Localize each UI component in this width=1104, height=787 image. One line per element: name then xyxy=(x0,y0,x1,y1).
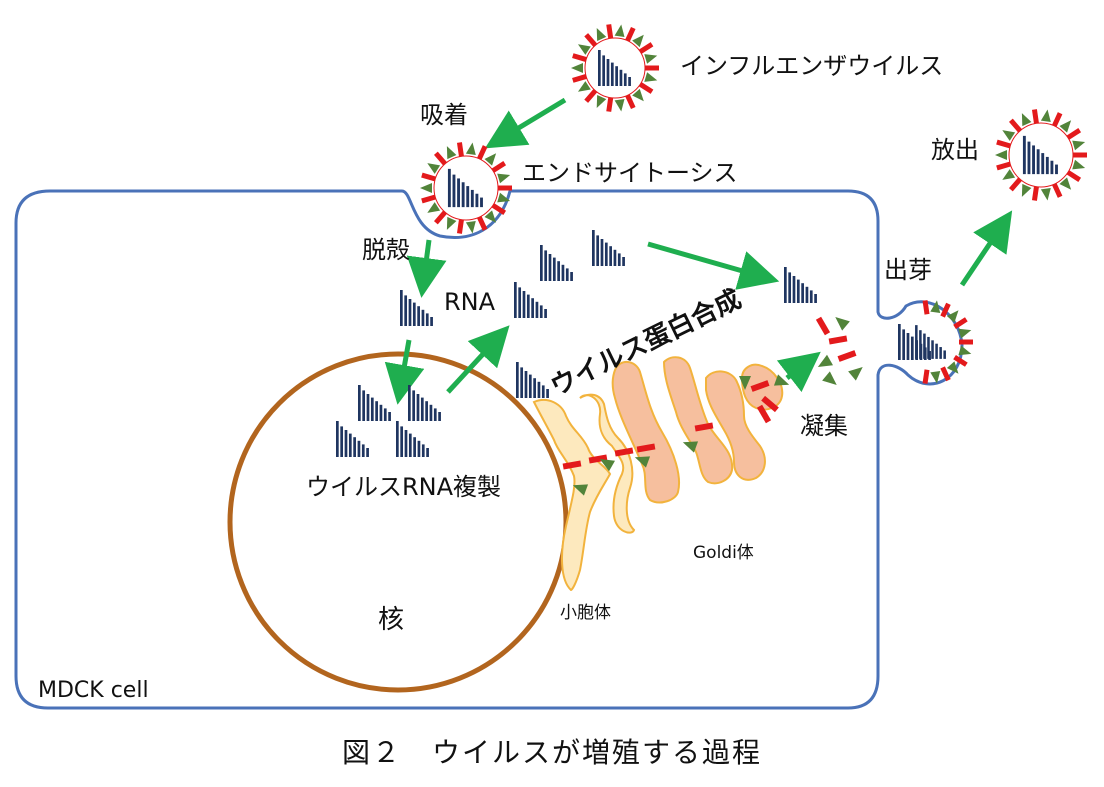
hemagglutinin-spike xyxy=(562,460,582,470)
virion-adsorption xyxy=(420,142,512,234)
arrow-virus-to-adsorption xyxy=(484,97,567,149)
loose-spikes xyxy=(562,316,863,496)
label-cell-name: MDCK cell xyxy=(38,678,149,703)
hemagglutinin-spike xyxy=(694,422,714,432)
arrow-golgi-to-aggregation xyxy=(776,351,821,393)
rna-glyph xyxy=(336,421,369,457)
rna-segments xyxy=(336,230,931,457)
rna-glyph xyxy=(540,245,573,281)
neuraminidase-spike xyxy=(817,354,833,367)
virions xyxy=(420,24,1087,384)
rna-glyph xyxy=(408,385,441,421)
hemagglutinin-spike xyxy=(761,395,779,413)
hemagglutinin-spike xyxy=(815,316,831,336)
neuraminidase-spike xyxy=(773,374,790,386)
label-viral-rna-replication: ウイルスRNA複製 xyxy=(306,473,501,501)
rna-glyph xyxy=(400,290,433,326)
rna-glyph xyxy=(898,324,931,360)
rna-glyph xyxy=(358,385,391,421)
rna-glyph xyxy=(598,50,631,86)
virion-release xyxy=(995,109,1087,201)
label-nucleus: 核 xyxy=(378,605,404,635)
golgi-apparatus xyxy=(611,356,784,504)
label-release: 放出 xyxy=(931,136,979,164)
rna-glyph xyxy=(592,230,625,266)
arrow-rna-to-budding xyxy=(647,241,780,290)
process-arrows xyxy=(384,97,1013,405)
label-influenza-virus: インフルエンザウイルス xyxy=(680,52,943,80)
rna-glyph xyxy=(514,282,547,318)
label-adsorption: 吸着 xyxy=(420,101,468,129)
arrow-rna-to-nucleus xyxy=(384,339,425,405)
label-er: 小胞体 xyxy=(560,603,611,623)
neuraminidase-spike xyxy=(682,441,699,453)
nucleus xyxy=(227,351,569,693)
hemagglutinin-spike xyxy=(828,335,848,345)
label-budding: 出芽 xyxy=(884,256,932,284)
rna-glyph xyxy=(1022,135,1058,175)
hemagglutinin-spike xyxy=(837,350,857,362)
hemagglutinin-spike xyxy=(636,443,656,453)
figure-caption: 図２ ウイルスが増殖する過程 xyxy=(341,736,762,769)
label-uncoating: 脱殻 xyxy=(362,236,410,264)
neuraminidase-spike xyxy=(572,484,589,496)
neuraminidase-spike xyxy=(739,376,751,390)
rna-glyph xyxy=(516,362,549,398)
arrow-uncoating-down xyxy=(406,239,447,298)
hemagglutinin-spike xyxy=(750,380,770,392)
cell-membrane xyxy=(14,189,964,710)
virion-budding xyxy=(915,300,973,384)
rna-glyph xyxy=(396,421,429,457)
neuraminidase-spike xyxy=(822,371,837,385)
hemagglutinin-spike xyxy=(614,447,634,457)
rna-glyph xyxy=(784,267,817,303)
label-golgi: Goldi体 xyxy=(693,543,754,563)
label-endocytosis: エンドサイトーシス xyxy=(522,159,738,187)
hemagglutinin-spike xyxy=(756,404,772,424)
label-rna: RNA xyxy=(444,288,496,316)
neuraminidase-spike xyxy=(848,367,863,381)
neuraminidase-spike xyxy=(634,456,651,468)
arrow-nucleus-to-cytoplasm xyxy=(446,325,510,394)
rna-glyph xyxy=(447,168,483,208)
virion-influenza xyxy=(571,24,659,112)
hemagglutinin-spike xyxy=(588,454,608,464)
arrow-release xyxy=(959,210,1013,287)
neuraminidase-spike xyxy=(599,459,615,472)
neuraminidase-spike xyxy=(835,317,850,331)
label-aggregation: 凝集 xyxy=(800,412,848,440)
